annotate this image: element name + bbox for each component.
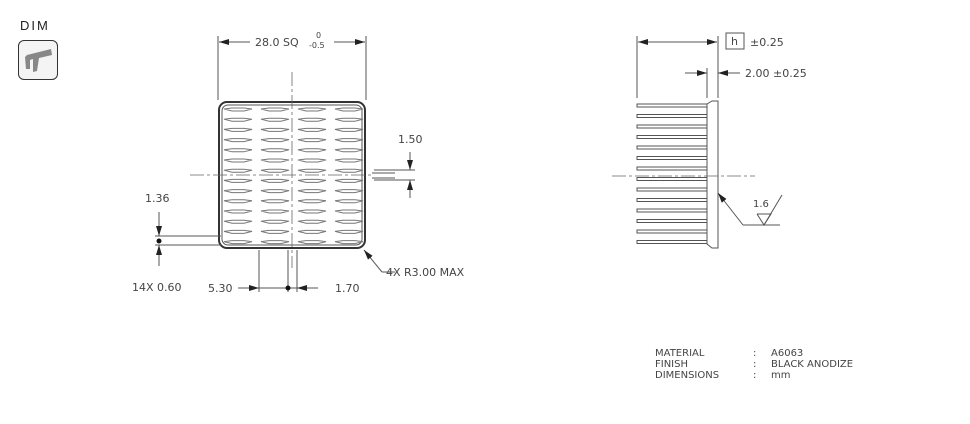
side-fin	[636, 124, 708, 129]
note-row-finish: FINISH:BLACK ANODIZE	[655, 359, 854, 370]
fin-slot	[334, 178, 364, 183]
fin-slot	[297, 107, 327, 112]
pitch-right-dimension: 1.70	[335, 282, 360, 295]
side-fin	[636, 229, 708, 234]
side-fins	[636, 103, 708, 244]
side-fin	[636, 177, 708, 181]
dim-badge-label: DIM	[20, 18, 50, 33]
fin-slot	[223, 148, 253, 153]
fin-slot	[334, 127, 364, 132]
fin-slot	[223, 127, 253, 132]
fin-slot	[334, 117, 364, 122]
fin-slot	[334, 219, 364, 224]
side-fin	[636, 156, 708, 160]
fin-slot	[334, 229, 364, 234]
fin-slot	[334, 148, 364, 153]
fin-slot	[260, 127, 290, 132]
side-view: h ±0.25 2.00 ±0.25 1.6	[612, 32, 807, 249]
height-tolerance: ±0.25	[750, 36, 784, 49]
fin-slot	[334, 138, 364, 143]
fin-slot	[297, 178, 327, 183]
edge-offset-dimension: 1.36	[145, 192, 170, 205]
fin-slot	[223, 199, 253, 204]
fin-slot	[260, 189, 290, 194]
fin-slot	[334, 158, 364, 163]
width-upper-tol: 0	[316, 31, 321, 40]
fin-slot	[297, 229, 327, 234]
fin-slot	[260, 117, 290, 122]
side-fin	[636, 103, 708, 108]
fin-slot	[297, 148, 327, 153]
fin-slot	[260, 219, 290, 224]
side-fin	[636, 135, 708, 139]
corner-radius-note: 4X R3.00 MAX	[386, 266, 465, 279]
base-plate	[706, 100, 719, 249]
note-row-dimensions: DIMENSIONS:mm	[655, 370, 791, 381]
side-fin	[636, 166, 708, 171]
fin-slot	[260, 148, 290, 153]
fin-slot	[297, 127, 327, 132]
fin-slot	[223, 219, 253, 224]
fin-slot	[223, 107, 253, 112]
material-notes: MATERIAL:A6063 FINISH:BLACK ANODIZE DIME…	[655, 348, 853, 381]
fin-slot	[297, 117, 327, 122]
base-thickness-dimension: 2.00 ±0.25	[745, 67, 807, 80]
note-row-material: MATERIAL:A6063	[655, 348, 804, 359]
fin-slot	[260, 199, 290, 204]
side-fin	[636, 145, 708, 150]
side-fin	[636, 187, 708, 192]
fin-slot	[297, 138, 327, 143]
fin-gap-dimension: 1.50	[398, 133, 423, 146]
fin-slot	[334, 168, 364, 173]
fin-slot	[334, 209, 364, 214]
fin-thickness-dimension: 14X 0.60	[132, 281, 182, 294]
width-lower-tol: -0.5	[309, 41, 325, 50]
side-fin	[636, 198, 708, 202]
pitch-left-dimension: 5.30	[208, 282, 233, 295]
fin-slot	[334, 240, 364, 245]
front-view: 28.0 SQ 0 -0.5 1.50 1.36 14X 0.60	[132, 31, 465, 295]
fin-slot	[297, 158, 327, 163]
fin-slot	[297, 189, 327, 194]
fin-slot	[260, 107, 290, 112]
surface-roughness-value: 1.6	[753, 199, 769, 210]
fin-slot	[334, 189, 364, 194]
side-fin	[636, 219, 708, 223]
fin-slot	[260, 168, 290, 173]
fin-slot	[260, 240, 290, 245]
fin-slot	[260, 229, 290, 234]
fin-slot	[297, 219, 327, 224]
fin-slot	[223, 189, 253, 194]
fin-slot	[223, 229, 253, 234]
fin-slot	[334, 107, 364, 112]
width-dimension: 28.0 SQ	[255, 36, 299, 49]
fin-slot	[223, 138, 253, 143]
fin-slot	[260, 209, 290, 214]
fin-slot	[223, 209, 253, 214]
fin-slot	[223, 158, 253, 163]
fin-slots	[223, 107, 364, 245]
fin-slot	[223, 178, 253, 183]
side-fin	[636, 208, 708, 213]
side-fin	[636, 240, 708, 244]
fin-slot	[334, 199, 364, 204]
height-symbol: h	[731, 35, 738, 48]
side-fin	[636, 114, 708, 118]
fin-slot	[297, 199, 327, 204]
fin-slot	[297, 240, 327, 245]
fin-slot	[297, 168, 327, 173]
fin-slot	[260, 138, 290, 143]
fin-slot	[223, 117, 253, 122]
fin-slot	[260, 178, 290, 183]
caliper-icon[interactable]	[18, 40, 58, 80]
fin-slot	[297, 209, 327, 214]
fin-slot	[260, 158, 290, 163]
fin-slot	[223, 168, 253, 173]
fin-slot	[223, 240, 253, 245]
